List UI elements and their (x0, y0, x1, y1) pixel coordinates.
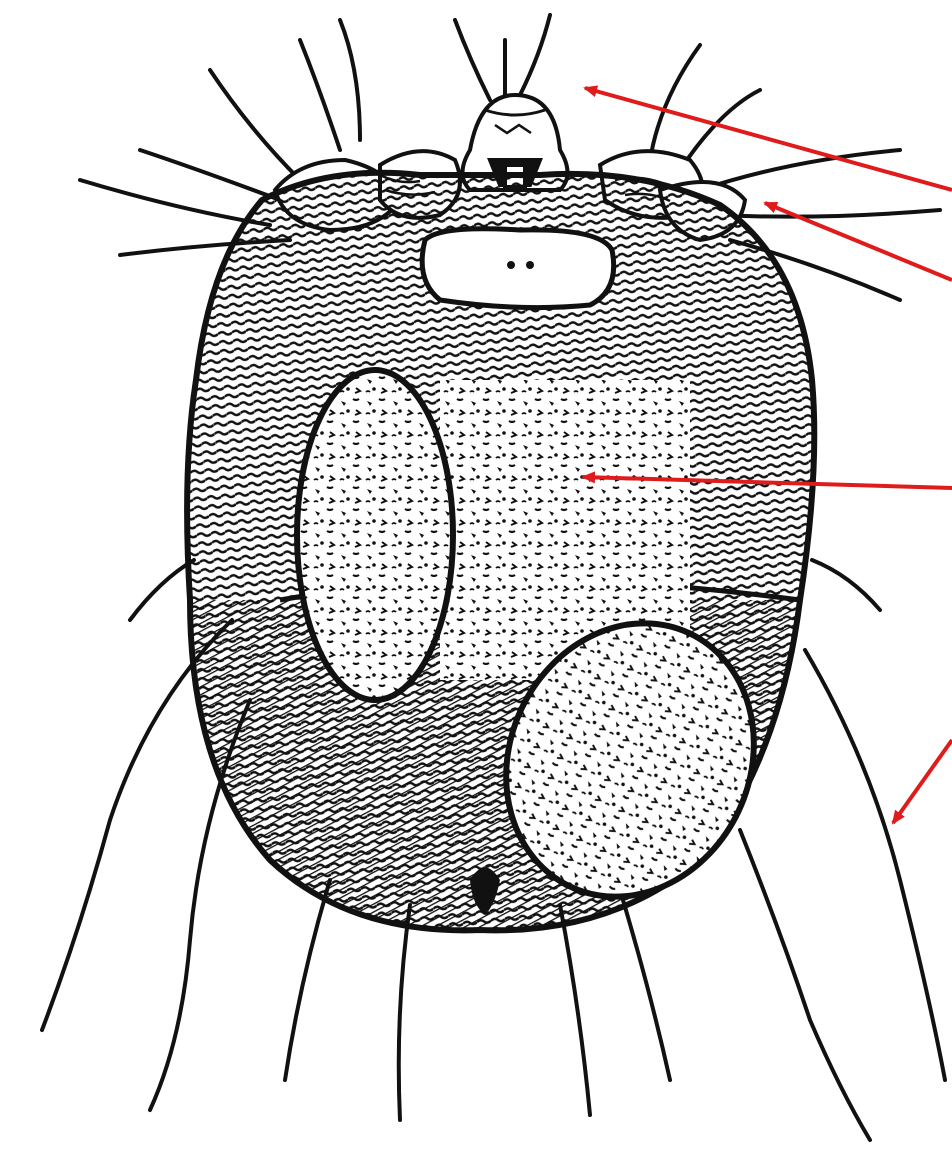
arrow-posterior-seta (893, 740, 952, 823)
left-plate (297, 370, 453, 700)
dorsal-shield (422, 229, 614, 308)
